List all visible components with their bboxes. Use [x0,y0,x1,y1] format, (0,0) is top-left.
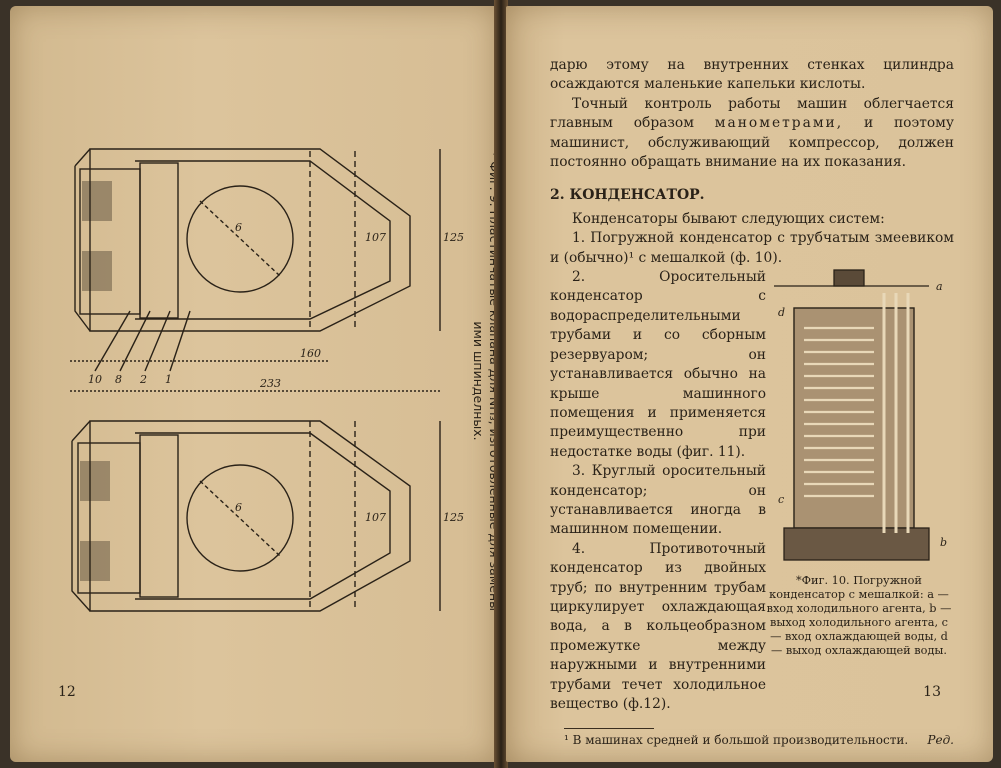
paragraph-6: 3. Круглый оросительный конденсатор; он … [550,463,766,538]
callout-2: 2 [139,373,147,386]
section-heading: 2. КОНДЕНСАТОР. [550,187,705,204]
callout-8: 8 [115,373,122,386]
page-number-left: 12 [58,684,76,700]
paragraph-2-emphasis: манометрами, [714,115,844,132]
narrow-column: 2. Оросительный конденсатор с водораспре… [550,268,766,714]
page-number-right: 13 [923,684,941,700]
dim-6-top: 6 [235,221,242,234]
fig10-label-b: b [940,536,947,549]
paragraph-7: 4. Противоточный конденсатор из двойных … [550,540,766,712]
dim-6-bottom: 6 [235,501,242,514]
fig10-label-a: a [936,280,943,293]
valve-drawing-svg: 6 107 125 160 233 6 107 125 10 8 2 1 [70,148,464,612]
paragraph-5: 2. Оросительный конденсатор с водораспре… [550,269,766,460]
paragraph-3: Конденсаторы бывают следующих систем: [572,210,885,227]
condenser-drawing-svg: a d c b [774,269,947,561]
right-page: дарю этому на внутренних стенках цилиндр… [506,6,993,762]
book-gutter [494,0,508,768]
dim-233: 233 [259,377,281,390]
paragraph-1: дарю этому на внутренних стенках цилиндр… [550,57,954,93]
fig10: a d c b *Фиг. 10. Погружной конденсатор … [764,268,954,657]
fig10-caption: *Фиг. 10. Погружной конденсатор с мешалк… [766,574,952,658]
dim-125-bottom: 125 [443,511,464,524]
callout-1: 1 [165,373,172,386]
paragraph-2-start: Точный контроль работы машин облегчается… [550,95,954,132]
left-page: 6 107 125 160 233 6 107 125 10 8 2 1 * Ф… [10,6,502,762]
fig9-drawing: 6 107 125 160 233 6 107 125 10 8 2 1 [60,121,464,621]
footnote-editor: Ред. [927,733,954,748]
dim-107-top: 107 [365,231,386,244]
paragraph-4: 1. Погружной конденсатор с трубчатым зме… [550,230,954,266]
paragraph-2-end: и поэтому машинист, обслуживающий компре… [550,115,955,171]
callout-10: 10 [88,373,102,386]
fig10-label-c: c [778,493,784,506]
wrap-block: a d c b *Фиг. 10. Погружной конденсатор … [550,268,954,714]
dim-125-top: 125 [443,231,464,244]
dim-107-bottom: 107 [365,511,386,524]
footnote-text: ¹ В машинах средней и большой производит… [564,733,909,748]
paragraph-2: Точный контроль работы машин облегчается… [550,95,954,173]
fig10-label-d: d [778,306,785,319]
dim-160: 160 [300,347,321,360]
footnote: ¹ В машинах средней и большой производит… [550,733,954,748]
footnote-divider [564,728,654,730]
right-page-text: дарю этому на внутренних стенках цилиндр… [550,56,954,748]
